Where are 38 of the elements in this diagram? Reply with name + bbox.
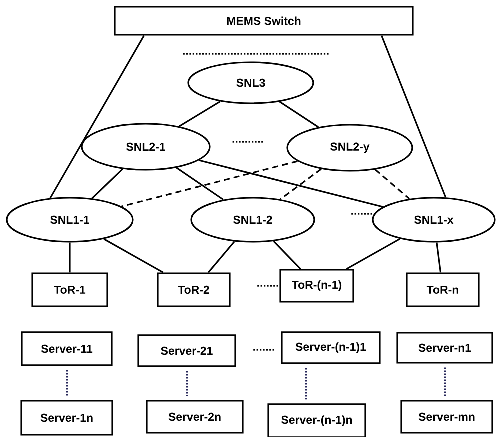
- connector-line: [104, 238, 164, 274]
- ellipsis-dots: ..........: [232, 141, 264, 143]
- device-box: Server-2n: [146, 400, 244, 434]
- connector-line: [279, 101, 319, 128]
- device-box: Server-11: [21, 332, 113, 366]
- connector-line: [179, 100, 221, 128]
- device-box: Server-(n-1)1: [281, 332, 381, 364]
- device-box: ToR-(n-1): [280, 269, 354, 303]
- device-box: Server-(n-1)n: [268, 404, 366, 437]
- connector-line: [69, 242, 71, 273]
- device-box: Server-21: [138, 334, 236, 368]
- switch-box: MEMS Switch: [114, 6, 414, 36]
- connector-line: [273, 240, 302, 270]
- device-box: ToR-1: [32, 272, 108, 308]
- device-box: Server-1n: [20, 400, 114, 436]
- connector-line: [436, 242, 442, 273]
- device-box: Server-mn: [400, 400, 494, 434]
- connector-line: [176, 167, 224, 201]
- connector-line: [208, 241, 236, 274]
- dotted-line: [66, 370, 68, 396]
- connector-line: [50, 35, 145, 199]
- dotted-line: [444, 368, 446, 396]
- connector-line: [381, 36, 447, 198]
- connector-line: [374, 169, 410, 200]
- dotted-line: [186, 371, 188, 396]
- device-box: ToR-n: [406, 272, 480, 308]
- connector-line: [346, 238, 401, 270]
- ellipsis-dots: .......: [254, 349, 274, 351]
- connector-line: [199, 160, 384, 208]
- ellipsis-dots: .......: [258, 285, 278, 287]
- connector-line: [92, 168, 124, 200]
- ellipsis-dots: ..............................................: [183, 53, 329, 55]
- device-box: Server-n1: [396, 332, 494, 364]
- dotted-line: [305, 368, 307, 400]
- connector-line: [122, 160, 298, 208]
- connector-line: [280, 168, 322, 200]
- ellipsis-dots: .......: [352, 213, 372, 215]
- device-box: ToR-2: [157, 272, 231, 308]
